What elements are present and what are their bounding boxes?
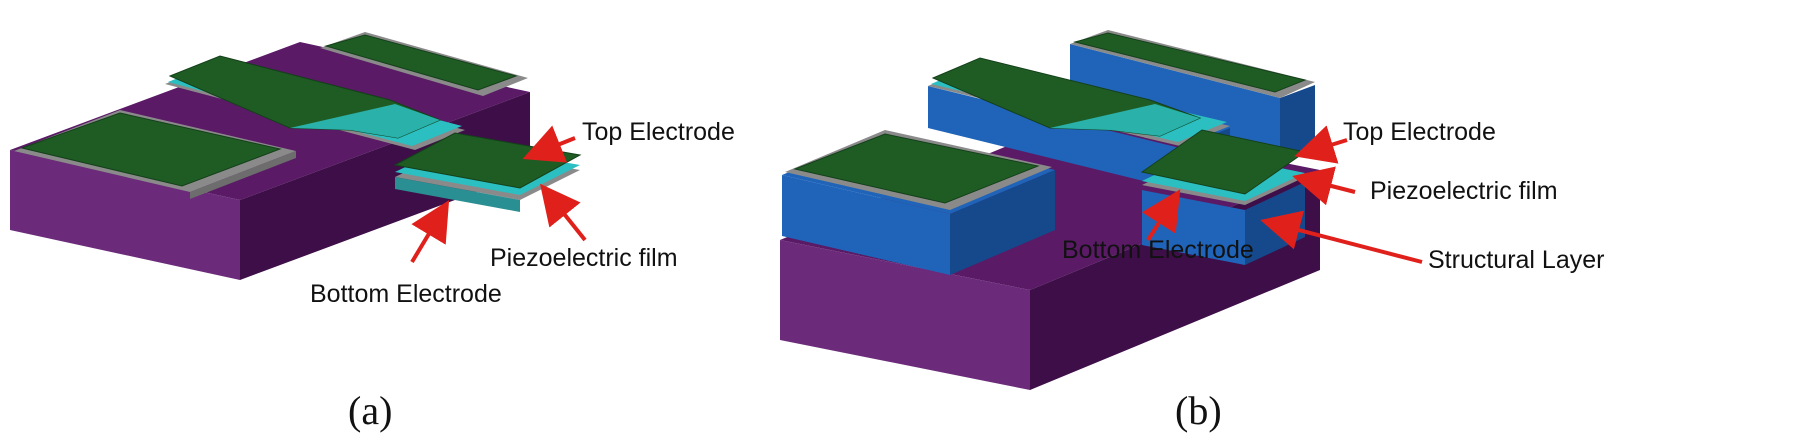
beam-a	[165, 55, 465, 150]
label-b-piezoelectric-film: Piezoelectric film	[1370, 177, 1558, 205]
arrow-b-top-electrode	[1294, 125, 1348, 164]
proof-mass-a-front	[395, 177, 520, 212]
left-pad-b-green	[793, 133, 1040, 204]
right-pad-b-green	[1073, 32, 1307, 93]
arrow-a-bottom-electrode	[410, 200, 450, 264]
right-pad-a	[320, 32, 528, 96]
left-pad-a	[14, 110, 296, 199]
left-pad-b-struct-front	[782, 175, 950, 275]
beam-b-struct-front	[928, 86, 1180, 190]
label-b-top-electrode: Top Electrode	[1343, 118, 1496, 146]
arrow-b-bottom-electrode	[1141, 189, 1181, 242]
arrow-a-top-electrode	[522, 125, 576, 163]
arrow-b-piezo-film	[1292, 166, 1356, 206]
beam-a-taper	[290, 104, 440, 138]
left-pad-b-struct-side	[950, 170, 1055, 275]
arrow-a-piezo-film	[540, 183, 587, 242]
left-pad-a-edge	[190, 151, 296, 199]
panel-b: Top Electrode Piezoelectric film Structu…	[780, 30, 1604, 433]
left-pad-a-green	[20, 112, 282, 187]
right-pad-a-green	[324, 34, 518, 91]
arrow-b-structural-layer	[1260, 210, 1423, 264]
left-pad-b	[782, 130, 1055, 275]
panel-a: Top Electrode Piezoelectric film Bottom …	[10, 32, 735, 433]
proof-mass-a	[393, 132, 582, 212]
substrate-b-front	[780, 240, 1030, 390]
label-a-piezoelectric-film: Piezoelectric film	[490, 244, 678, 272]
beam-b-taper	[1050, 104, 1200, 136]
label-a-top-electrode: Top Electrode	[582, 118, 735, 146]
substrate-a-front	[10, 150, 240, 280]
proof-mass-a-green	[393, 132, 582, 189]
caption-a: (a)	[348, 388, 392, 433]
label-a-bottom-electrode: Bottom Electrode	[310, 280, 502, 308]
right-pad-b-struct-side	[1280, 85, 1315, 158]
caption-b: (b)	[1175, 388, 1222, 433]
label-b-structural-layer: Structural Layer	[1428, 246, 1604, 274]
label-b-bottom-electrode: Bottom Electrode	[1062, 236, 1254, 264]
